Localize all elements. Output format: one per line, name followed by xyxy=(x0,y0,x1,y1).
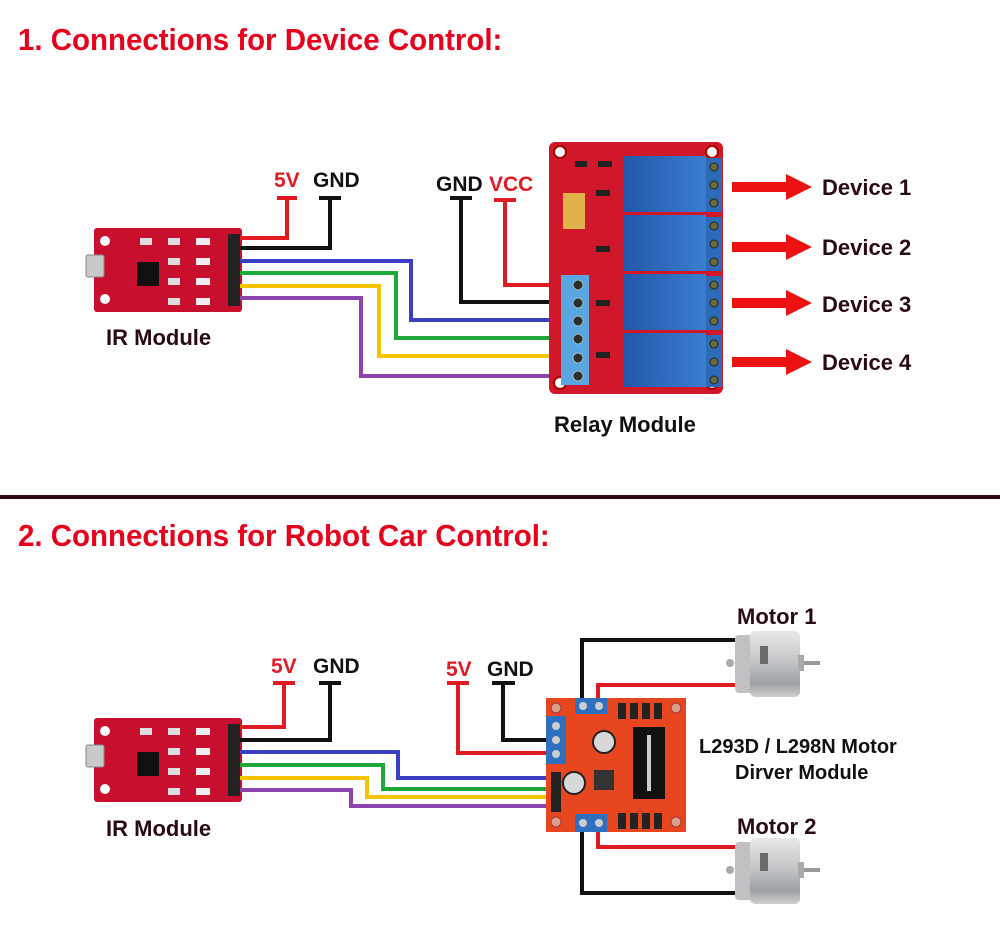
section-divider xyxy=(0,495,1000,499)
wire-signal-2-car xyxy=(240,763,555,791)
relay-module xyxy=(549,142,723,394)
motor-1-label: Motor 1 xyxy=(737,604,817,629)
device-1-label: Device 1 xyxy=(822,175,912,200)
ir2-gnd-label: GND xyxy=(313,655,360,678)
section-2-title: 2. Connections for Robot Car Control: xyxy=(18,518,550,553)
motor-2-label: Motor 2 xyxy=(737,814,817,839)
ir-module-1-label: IR Module xyxy=(106,325,212,350)
section-1-title: 1. Connections for Device Control: xyxy=(18,22,503,57)
relay-gnd-label: GND xyxy=(436,173,483,196)
relay-module-label: Relay Module xyxy=(554,412,696,437)
device-2-label: Device 2 xyxy=(822,235,912,260)
wire-ir1-gnd xyxy=(240,198,332,250)
wire-signal-3-car xyxy=(240,776,555,799)
wire-signal-4-car xyxy=(240,788,555,808)
driver-label-line-1: L293D / L298N Motor xyxy=(699,736,897,758)
driver-label-line-2: Dirver Module xyxy=(735,762,869,784)
wire-signal-2 xyxy=(240,271,560,340)
relay-3 xyxy=(624,274,706,330)
relay-4 xyxy=(624,333,706,387)
wire-ir2-gnd xyxy=(240,683,332,742)
wire-signal-1-car xyxy=(240,750,555,780)
arrow-icon-device-3 xyxy=(732,290,812,316)
motor-1-icon xyxy=(726,631,820,697)
wire-relay-vcc xyxy=(503,200,560,287)
wire-relay-gnd xyxy=(459,198,560,304)
ir-receiver-icon xyxy=(85,744,105,768)
driver-5v-label: 5V xyxy=(446,658,472,681)
wire-motor1-black xyxy=(580,638,735,700)
wire-signal-1 xyxy=(240,259,560,322)
wire-driver-gnd xyxy=(501,683,550,742)
wire-ir2-5v xyxy=(240,683,286,729)
wire-motor2-black xyxy=(580,830,735,895)
ir2-5v-label: 5V xyxy=(271,655,297,678)
ir-module-1 xyxy=(85,228,242,312)
ir-receiver-icon xyxy=(85,254,105,278)
ir-module-2-label: IR Module xyxy=(106,816,212,841)
arrow-icon-device-2 xyxy=(732,234,812,260)
ir1-gnd-label: GND xyxy=(313,169,360,192)
motor-2-icon xyxy=(726,838,820,904)
driver-gnd-label: GND xyxy=(487,658,534,681)
arrow-icon-device-1 xyxy=(732,174,812,200)
relay-input-terminal xyxy=(561,275,589,385)
wire-driver-5v xyxy=(456,683,550,755)
relay-vcc-label: VCC xyxy=(489,173,534,196)
wire-signal-3 xyxy=(240,284,560,358)
device-arrows xyxy=(732,174,812,375)
wire-motor1-red xyxy=(596,683,735,700)
device-4-label: Device 4 xyxy=(822,350,912,375)
motor-driver-module xyxy=(546,698,686,832)
ir1-5v-label: 5V xyxy=(274,169,300,192)
arrow-icon-device-4 xyxy=(732,349,812,375)
wire-signal-4 xyxy=(240,296,560,378)
device-3-label: Device 3 xyxy=(822,292,912,317)
wire-ir1-5v xyxy=(240,198,289,240)
relay-2 xyxy=(624,215,706,271)
relay-1 xyxy=(624,156,706,212)
wire-motor2-red xyxy=(596,830,735,849)
ir-module-2 xyxy=(85,718,242,802)
